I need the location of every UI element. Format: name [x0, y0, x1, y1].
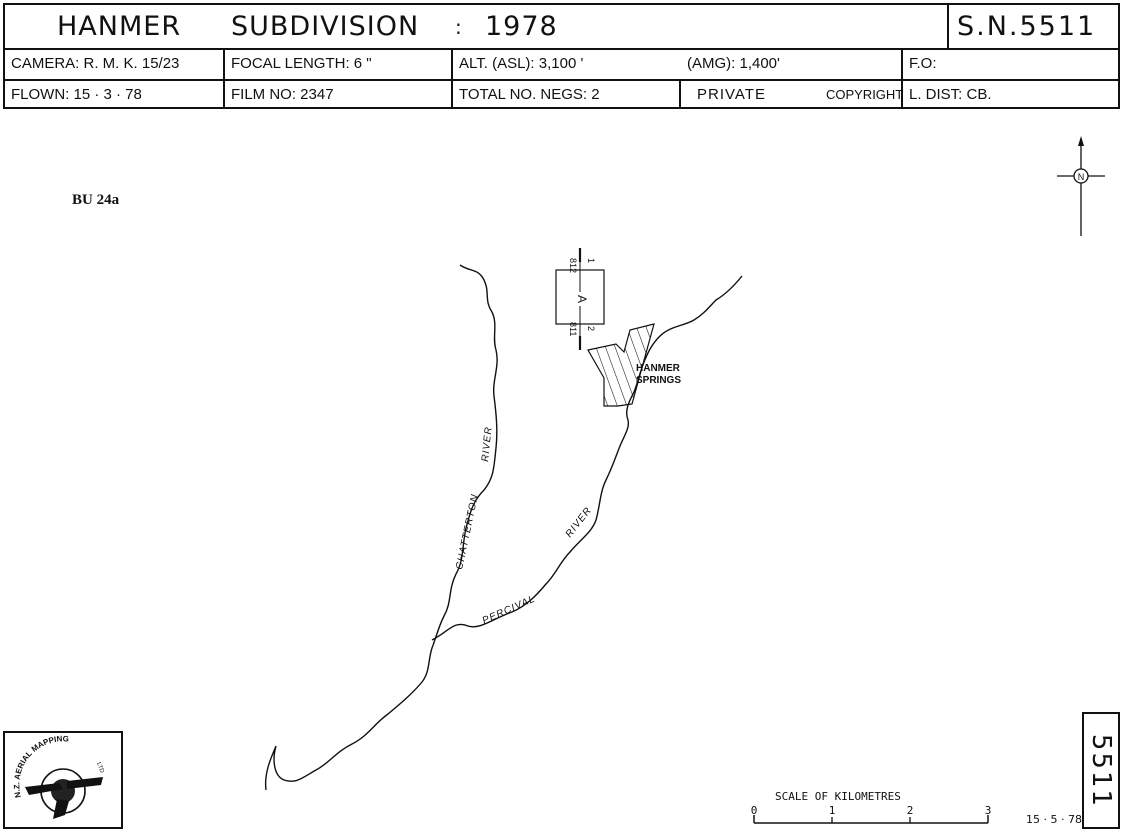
survey-number: S.N.5511: [947, 5, 1118, 48]
chatterton-river-line: [264, 264, 498, 791]
print-date: 15 · 5 · 78: [1026, 813, 1082, 826]
private-copyright-cell: PRIVATE COPYRIGHT: [681, 79, 903, 109]
nz-aerial-mapping-logo-icon: N.Z. AERIAL MAPPING LTD: [12, 734, 105, 819]
amg-cell: (AMG): 1,400': [681, 48, 903, 79]
place-label-hanmer: HANMER: [636, 363, 681, 374]
copyright-label: COPYRIGHT: [825, 86, 904, 102]
logo-small-text: LTD: [95, 762, 105, 775]
north-letter: N: [1078, 172, 1085, 182]
scale-tick-0: 0: [751, 804, 758, 817]
chatterton-label: CHATTERTON: [454, 493, 481, 571]
title-separator: :: [455, 14, 463, 39]
percival-river-label: RIVER: [564, 505, 595, 540]
place-label-springs: SPRINGS: [636, 375, 681, 386]
title-row: HANMER SUBDIVISION : 1978 S.N.5511: [5, 5, 1118, 50]
scale-title: SCALE OF KILOMETRES: [775, 790, 901, 803]
sheet-number-box: 5511: [1082, 712, 1120, 829]
title-place: HANMER: [57, 11, 182, 42]
run-label: A: [575, 295, 589, 303]
hanmer-springs-area: [587, 323, 655, 407]
negs-cell: TOTAL NO. NEGS: 2: [453, 79, 681, 109]
title-subdivision: SUBDIVISION: [231, 11, 420, 42]
north-arrow-icon: N: [1057, 136, 1105, 236]
frame-bottom-index: 2: [586, 326, 596, 331]
scale-tick-1: 1: [829, 804, 836, 817]
frame-bottom-number: 811: [568, 322, 578, 336]
info-row-1: CAMERA: R. M. K. 15/23 FOCAL LENGTH: 6 "…: [5, 48, 1118, 81]
scale-bar: SCALE OF KILOMETRES 0 1 2 3: [751, 790, 992, 824]
frame-top-number: 812: [568, 258, 578, 273]
scale-tick-2: 2: [907, 804, 914, 817]
percival-label: PERCIVAL: [481, 594, 537, 627]
sheet-label: BU 24a: [72, 192, 120, 208]
ldist-cell: L. DIST: CB.: [909, 85, 992, 103]
alt-asl-cell: ALT. (ASL): 3,100 ': [459, 55, 584, 72]
company-logo: N.Z. AERIAL MAPPING LTD: [3, 731, 123, 829]
title-year: 1978: [485, 11, 558, 42]
frame-top-index: 1: [586, 258, 596, 263]
chatterton-river-label: RIVER: [480, 426, 495, 463]
percival-river-line: [431, 275, 743, 641]
film-cell: FILM NO: 2347: [225, 79, 453, 109]
fo-cell: F.O:: [909, 55, 937, 72]
info-row-2: FLOWN: 15 · 3 · 78 FILM NO: 2347 TOTAL N…: [5, 79, 1118, 109]
camera-cell: CAMERA: R. M. K. 15/23: [5, 48, 225, 79]
flown-cell: FLOWN: 15 · 3 · 78: [5, 79, 225, 109]
photo-frame-a: A 812 1 811 2: [555, 248, 605, 350]
focal-length-cell: FOCAL LENGTH: 6 ": [225, 48, 453, 79]
private-label: PRIVATE: [697, 85, 766, 103]
scale-tick-3: 3: [985, 804, 992, 817]
title-block: HANMER SUBDIVISION : 1978 S.N.5511 CAMER…: [3, 3, 1120, 109]
sheet-number: 5511: [1086, 733, 1116, 808]
